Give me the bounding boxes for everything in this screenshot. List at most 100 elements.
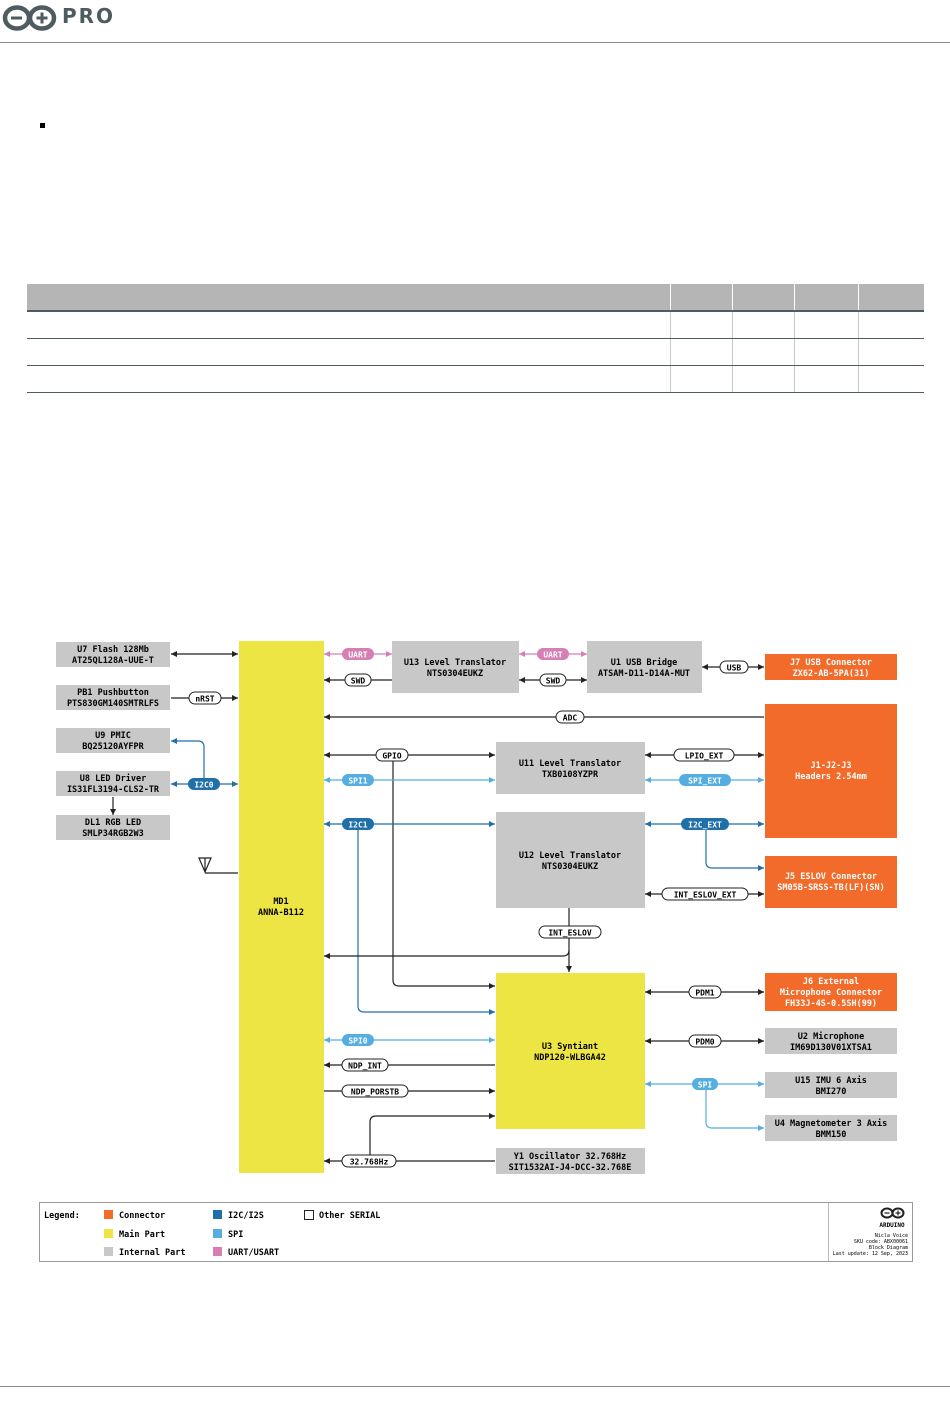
j7-usb-connector-block	[765, 654, 897, 680]
u1-part: ATSAM-D11-D14A-MUT	[598, 669, 690, 679]
gpio-label: GPIO	[382, 752, 401, 761]
dl1-rgb-led-block	[56, 815, 170, 840]
table-cell	[794, 338, 859, 366]
adc-pill	[555, 710, 585, 724]
u13-part: NTS0304EUKZ	[427, 669, 483, 679]
j5-eslov-connector-block	[765, 856, 897, 908]
u3-part: NDP120-WLBGA42	[534, 1053, 606, 1063]
u15-title: U15 IMU 6 Axis	[795, 1075, 867, 1086]
legend-swatch-i2c	[213, 1210, 222, 1219]
legend-i2c-label: I2C/I2S	[228, 1211, 264, 1221]
pdm0-label: PDM0	[695, 1038, 714, 1047]
table-row	[27, 311, 924, 339]
u2-title: U2 Microphone	[798, 1031, 865, 1042]
u3-syntiant-block	[496, 973, 645, 1129]
int-eslov-ext-label: INT_ESLOV_EXT	[674, 891, 737, 900]
j123-title: J1-J2-J3	[811, 761, 852, 771]
titleblock-line: Nicla Voice	[875, 1233, 908, 1239]
table-cell	[670, 311, 733, 339]
usb-pill	[719, 660, 749, 674]
clock-pill	[341, 1154, 397, 1168]
table-header-cell	[858, 284, 924, 312]
legend-main-label: Main Part	[119, 1229, 165, 1240]
table-cell	[670, 365, 733, 393]
usb-label: USB	[727, 664, 742, 673]
u8-title: U8 LED Driver	[80, 773, 147, 784]
u12-title: U12 Level Translator	[519, 851, 621, 861]
u8-led-driver-block	[56, 771, 170, 796]
pdm0-pill	[688, 1034, 722, 1048]
table-header-row	[27, 284, 924, 312]
u9-title: U9 PMIC	[95, 731, 131, 741]
table-cell	[794, 311, 859, 339]
uart-label: UART	[543, 651, 562, 660]
legend-swatch-main	[104, 1229, 113, 1238]
table-cell	[732, 311, 795, 339]
j6-part: FH33J-4S-0.5SH(99)	[785, 999, 877, 1009]
u4-title: U4 Magnetometer 3 Axis	[775, 1118, 888, 1129]
lpio-ext-pill	[673, 748, 735, 762]
i2c-ext-label: I2C_EXT	[688, 821, 722, 830]
spi0-label: SPI0	[348, 1037, 367, 1046]
table-cell	[732, 365, 795, 393]
titleblock-line: Last update: 12 Sep, 2023	[833, 1251, 908, 1257]
uart-pill	[342, 648, 374, 660]
table-cell	[732, 338, 795, 366]
legend-internal-label: Internal Part	[119, 1248, 186, 1258]
u12-part: NTS0304EUKZ	[542, 862, 598, 872]
md1-part: ANNA-B112	[258, 908, 304, 918]
y1-oscillator-block	[496, 1148, 645, 1174]
pdm1-label: PDM1	[695, 989, 714, 998]
u3-title: U3 Syntiant	[542, 1041, 598, 1052]
u9-part: BQ25120AYFPR	[82, 742, 144, 752]
i2c-ext-pill	[681, 818, 729, 830]
page-header: PRO	[0, 0, 950, 43]
table-cell	[27, 365, 671, 393]
i2c1-pill	[342, 818, 374, 830]
connection-lines	[110, 651, 764, 1164]
table-cell	[858, 338, 924, 366]
j5-title: J5 ESLOV Connector	[785, 872, 877, 882]
u7-title: U7 Flash 128Mb	[77, 645, 149, 655]
legend-swatch-connector	[104, 1210, 113, 1219]
spi1-label: SPI1	[348, 777, 367, 786]
legend-swatch-internal	[104, 1247, 113, 1256]
i2c0-pill	[188, 778, 220, 790]
u7-flash-block	[56, 642, 170, 667]
u2-part: IM69D130V01XTSA1	[790, 1043, 872, 1053]
titleblock-line: SKU code: ABX00061	[854, 1239, 908, 1245]
int-eslov-ext-pill	[661, 887, 749, 901]
swd-pill	[344, 673, 372, 687]
md1-main-block	[239, 641, 324, 1173]
table-header-cell	[794, 284, 859, 312]
blocks: U7 Flash 128Mb AT25QL128A-UUE-T PB1 Push…	[56, 641, 897, 1174]
table-cell	[27, 311, 671, 339]
u4-magnetometer-block	[765, 1115, 897, 1141]
legend-connector-label: Connector	[119, 1211, 165, 1221]
spi0-pill	[342, 1034, 374, 1046]
table-row	[27, 365, 924, 393]
table-cell	[858, 311, 924, 339]
spi-ext-label: SPI_EXT	[688, 777, 722, 786]
u15-part: BMI270	[816, 1087, 847, 1097]
u15-imu-block	[765, 1072, 897, 1098]
ndp-int-label: NDP_INT	[348, 1062, 382, 1071]
titleblock-brand: ARDUINO	[879, 1222, 905, 1229]
u11-part: TXB0108YZPR	[542, 770, 599, 780]
j6-subtitle: Microphone Connector	[780, 987, 882, 998]
u11-title: U11 Level Translator	[519, 759, 621, 769]
arduino-logo-icon	[2, 5, 57, 31]
clock-label: 32.768Hz	[350, 1158, 389, 1167]
table-header-cell	[670, 284, 733, 312]
j5-part: SM05B-SRSS-TB(LF)(SN)	[777, 883, 884, 893]
spi-label: SPI	[698, 1081, 713, 1090]
uart-pill	[537, 648, 569, 660]
table-cell	[670, 338, 733, 366]
block-diagram: U7 Flash 128Mb AT25QL128A-UUE-T PB1 Push…	[39, 641, 913, 1262]
pb1-title: PB1 Pushbutton	[77, 688, 149, 698]
lpio-ext-label: LPIO_EXT	[685, 752, 724, 761]
gpio-pill	[375, 748, 409, 762]
table-header-cell	[732, 284, 795, 312]
legend-uart-label: UART/USART	[228, 1248, 279, 1258]
u12-level-translator-block	[496, 812, 645, 908]
